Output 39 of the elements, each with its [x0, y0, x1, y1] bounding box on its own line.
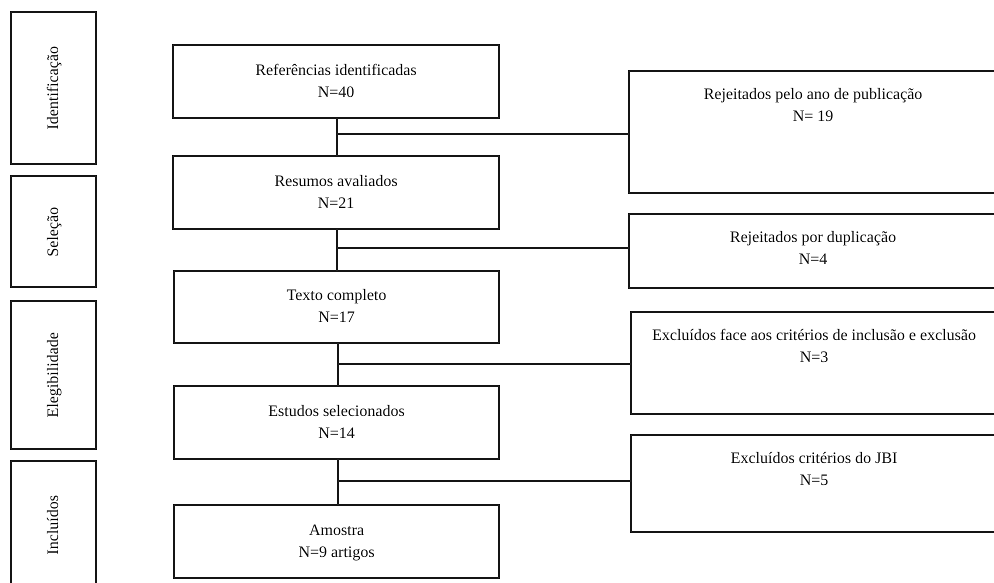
- process-box: [173, 385, 500, 460]
- connector-line: [336, 119, 628, 135]
- box-text: Rejeitados pelo ano de publicação: [704, 85, 922, 105]
- box-text: Referências identificadas: [255, 60, 417, 81]
- stage-box: [10, 11, 97, 165]
- box-text: N=21: [318, 194, 354, 214]
- box-text: N=5: [800, 470, 828, 491]
- stage-box: [10, 460, 97, 583]
- box-text: N=4: [798, 250, 828, 270]
- box-text: Estudos selecionados: [268, 402, 405, 422]
- box-text: N=40: [318, 82, 354, 102]
- connector-line: [337, 460, 630, 482]
- exclusion-box: [628, 70, 994, 194]
- exclusion-box: [628, 213, 994, 289]
- box-text: Texto completo: [286, 286, 386, 306]
- box-text: N=9 artigos: [298, 542, 375, 562]
- box-text: Rejeitados por duplicação: [730, 228, 896, 248]
- box-text: N=14: [318, 424, 355, 444]
- box-text: Excluídos face aos critérios de inclusão e exclusão: [652, 326, 976, 346]
- box-text: Amostra: [308, 520, 364, 541]
- box-text: N=17: [318, 308, 355, 328]
- stage-box: [10, 300, 97, 450]
- connector-line: [336, 230, 628, 249]
- stage-label: Incluídos: [44, 495, 63, 555]
- box-text: N= 19: [792, 106, 834, 127]
- box-text: N=3: [800, 348, 828, 368]
- process-box: [172, 155, 500, 230]
- exclusion-box: [630, 434, 994, 533]
- stage-label: Elegibilidade: [44, 332, 63, 418]
- process-box: [173, 270, 500, 344]
- exclusion-box: [630, 311, 994, 415]
- connector-line: [337, 344, 630, 365]
- stage-box: [10, 175, 97, 288]
- process-box: [172, 44, 500, 119]
- stage-label: Identificação: [44, 46, 63, 130]
- box-text: Resumos avaliados: [274, 172, 398, 192]
- box-text: Excluídos critérios do JBI: [730, 449, 898, 469]
- process-box: [173, 504, 500, 579]
- stage-label: Seleção: [44, 206, 63, 256]
